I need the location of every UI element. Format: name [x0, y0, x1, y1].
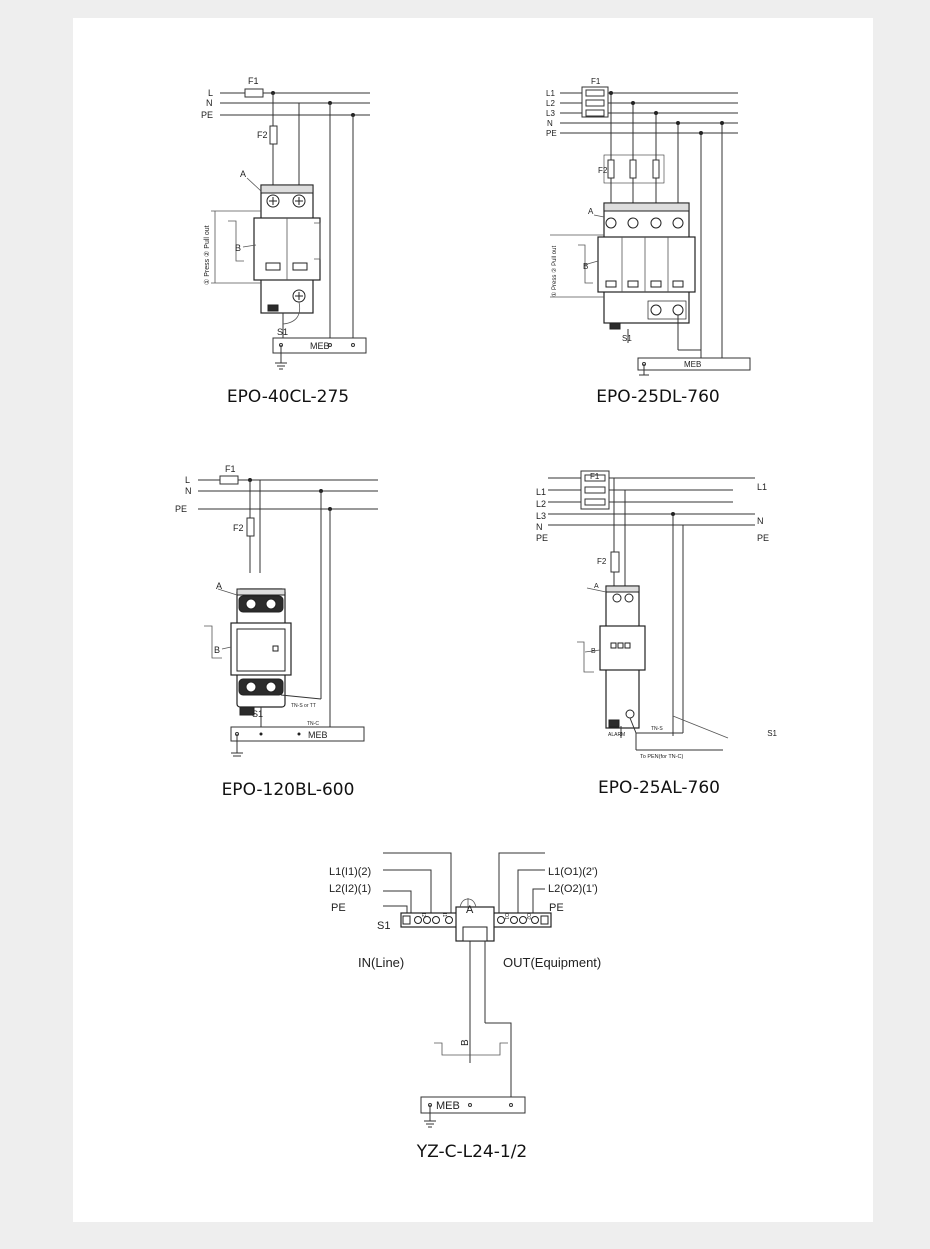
- label-meb: MEB: [436, 1100, 460, 1112]
- label-alarm: ALARM: [608, 732, 625, 738]
- wiring-diagram-epo-40cl-275: L N PE F1 F2 A B S1 MEB ① Press ② Pull o…: [193, 73, 383, 370]
- label-l3: L3: [536, 511, 546, 521]
- label-pe-right: PE: [549, 902, 564, 914]
- label-f1: F1: [591, 77, 601, 86]
- label-l: L: [208, 88, 213, 98]
- caption-yz-c-l24: YZ-C-L24-1/2: [416, 1142, 528, 1162]
- label-topen: To PEN(for TN-C): [640, 754, 683, 760]
- caption-epo-25dl-760: EPO-25DL-760: [596, 387, 720, 407]
- label-b: B: [214, 645, 220, 655]
- datasheet-page: L N PE F1 F2 A B S1 MEB ① Press ② Pull o…: [73, 18, 873, 1222]
- label-l2: L2: [546, 99, 555, 108]
- caption-epo-25al-760: EPO-25AL-760: [598, 778, 720, 798]
- wiring-diagram-epo-120bl-600: L N PE F1 F2 A B S1 MEB TN-S or TT TN-C: [173, 461, 393, 757]
- label-a: A: [588, 207, 594, 216]
- label-pe: PE: [175, 504, 187, 514]
- label-a: A: [240, 169, 246, 179]
- caption-epo-120bl-600: EPO-120BL-600: [221, 780, 355, 800]
- label-l2-out: L2(O2)(1'): [548, 883, 598, 895]
- wiring-diagram-yz-c-l24: L1(I1)(2) L2(I2)(1) PE S1 L1(O1)(2') L2(…: [323, 843, 623, 1128]
- wiring-diagram-epo-25al-760: L1 L2 L3 N PE L1 N PE F1 F2 A B S1 ALARM…: [533, 458, 778, 763]
- label-s1: S1: [377, 920, 390, 932]
- label-pe: PE: [536, 533, 548, 543]
- label-terminal-o2: O2: [525, 913, 531, 920]
- label-s1: S1: [252, 709, 263, 719]
- label-tns: TN-S or TT: [291, 703, 316, 709]
- label-l1: L1: [546, 89, 555, 98]
- label-n: N: [536, 522, 543, 532]
- label-l1-in: L1(I1)(2): [329, 866, 371, 878]
- label-l: L: [185, 475, 190, 485]
- label-f2: F2: [597, 557, 607, 566]
- label-press: ① Press ② Pull out: [551, 246, 558, 297]
- label-l2-in: L2(I2)(1): [329, 883, 371, 895]
- label-s1: S1: [622, 334, 632, 343]
- label-f1: F1: [225, 464, 236, 474]
- label-terminal-i2: I2: [420, 913, 426, 917]
- label-press: ① Press ② Pull out: [203, 225, 211, 285]
- label-f1: F1: [248, 76, 259, 86]
- label-b: B: [235, 243, 241, 253]
- label-l3: L3: [546, 109, 555, 118]
- wiring-diagram-epo-25dl-760: L1 L2 L3 N PE F1 F2 A B S1 MEB ① Press ②…: [546, 75, 756, 376]
- label-f1: F1: [590, 472, 600, 481]
- label-l1: L1: [536, 487, 546, 497]
- label-pe-left: PE: [331, 902, 346, 914]
- label-pe-right: PE: [757, 533, 769, 543]
- label-in-line: IN(Line): [358, 955, 404, 970]
- label-tnc: TN-C: [307, 721, 319, 727]
- label-meb: MEB: [310, 341, 330, 351]
- label-n: N: [206, 98, 213, 108]
- label-b: B: [460, 1039, 471, 1046]
- label-l1-out: L1(O1)(2'): [548, 866, 598, 878]
- label-n: N: [185, 486, 192, 496]
- label-b: B: [583, 262, 588, 271]
- label-f2: F2: [598, 166, 608, 175]
- label-terminal-o1: O1: [503, 913, 509, 920]
- label-a: A: [216, 581, 222, 591]
- label-n: N: [547, 119, 553, 128]
- label-pe: PE: [201, 110, 213, 120]
- label-l2: L2: [536, 499, 546, 509]
- label-s1: S1: [277, 327, 288, 337]
- label-meb: MEB: [308, 730, 328, 740]
- label-f2: F2: [233, 523, 244, 533]
- caption-epo-40cl-275: EPO-40CL-275: [226, 387, 350, 407]
- label-s1: S1: [767, 729, 777, 738]
- label-l1-right: L1: [757, 482, 767, 492]
- label-n-right: N: [757, 516, 764, 526]
- label-a: A: [466, 904, 474, 916]
- label-b: B: [591, 648, 596, 655]
- label-pe: PE: [546, 129, 557, 138]
- label-tns: TN-S: [651, 726, 663, 732]
- label-f2: F2: [257, 130, 268, 140]
- label-a: A: [594, 583, 599, 590]
- label-meb: MEB: [684, 360, 701, 369]
- label-terminal-i1: I1: [441, 913, 447, 917]
- label-out-equipment: OUT(Equipment): [503, 955, 601, 970]
